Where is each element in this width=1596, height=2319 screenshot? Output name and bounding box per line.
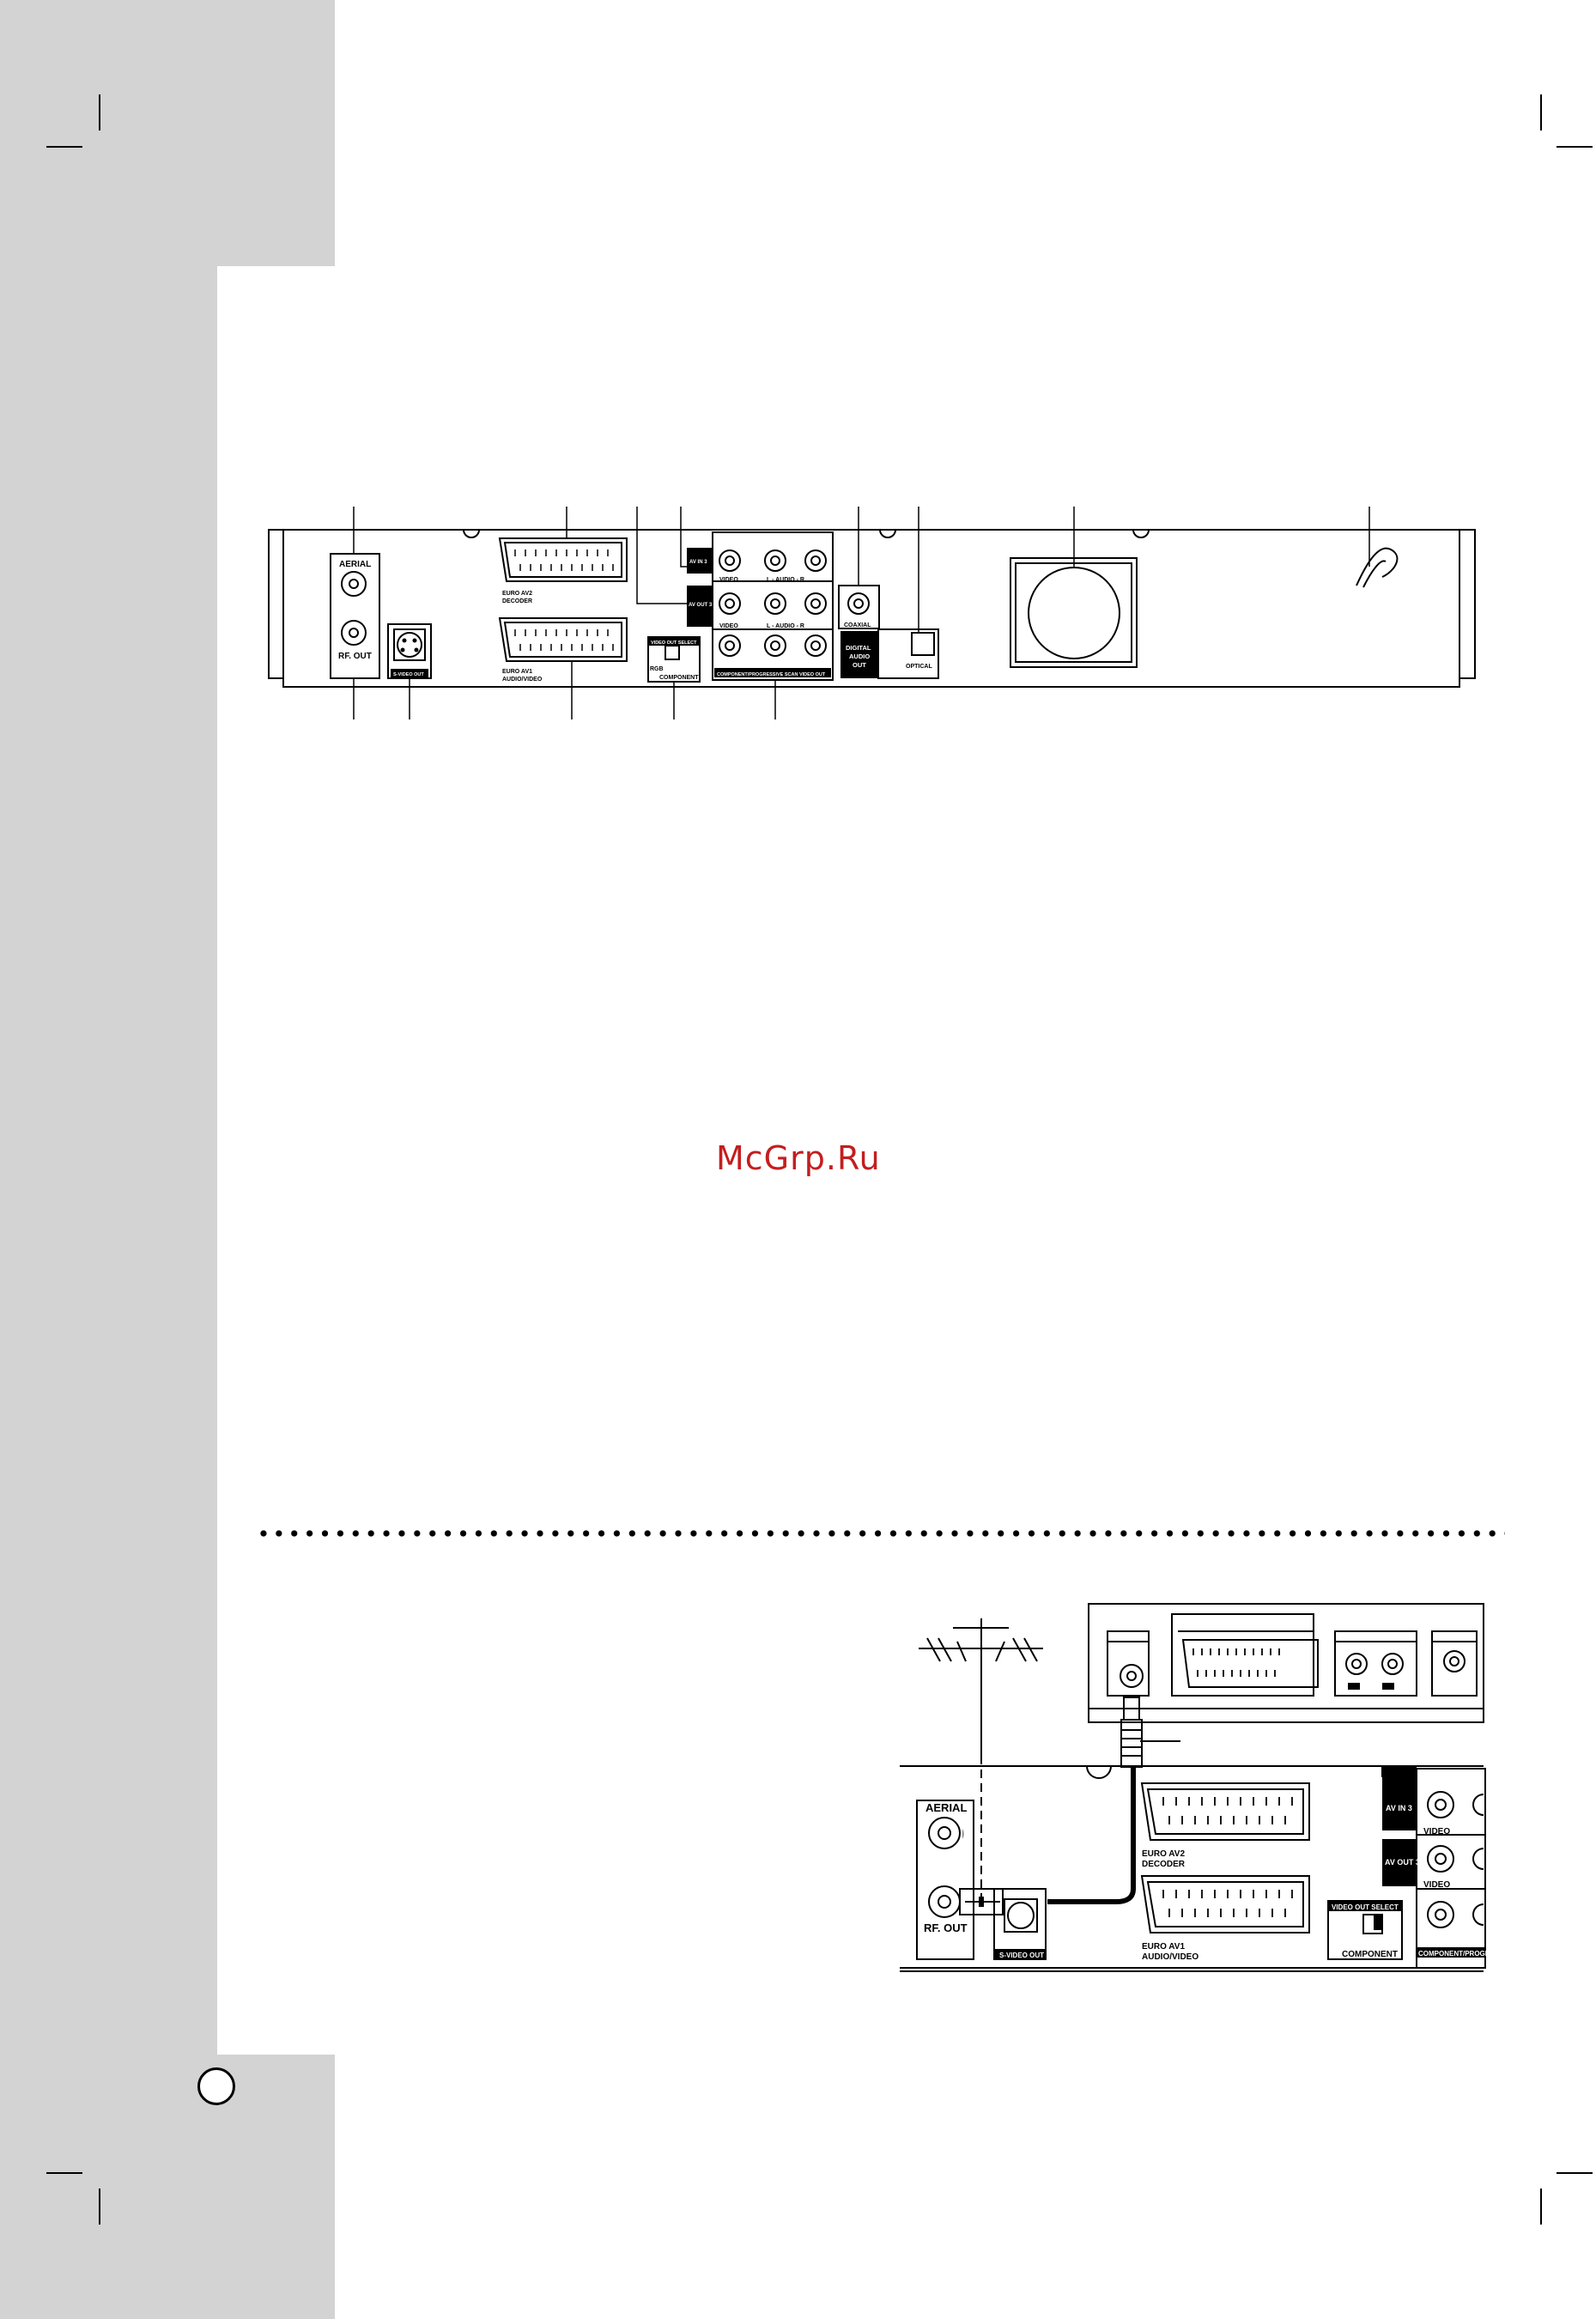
- page-number-marker: [197, 2067, 235, 2105]
- rp-audio-video-label: AUDIO/VIDEO: [502, 677, 543, 683]
- rp-optical-label: OPTICAL: [906, 664, 932, 670]
- rp-euro-av2-label: EURO AV2: [502, 591, 532, 597]
- cd-video-out-select-label: VIDEO OUT SELECT: [1332, 1903, 1399, 1911]
- rp-audio-label: AUDIO: [849, 653, 870, 660]
- rp-av-out-3-label: AV OUT 3: [689, 603, 713, 608]
- rp-coaxial-label: COAXIAL: [844, 622, 871, 628]
- cd-euro-av1-label: EURO AV1: [1142, 1942, 1185, 1952]
- rp-aerial-label: AERIAL: [339, 560, 371, 569]
- rp-video-label-2: VIDEO: [719, 623, 738, 629]
- rp-audio-label-1: L - AUDIO - R: [767, 577, 804, 583]
- cd-rf-out-label: RF. OUT: [924, 1921, 968, 1934]
- rp-decoder-label: DECODER: [502, 598, 532, 604]
- rp-digital-label: DIGITAL: [846, 644, 871, 652]
- rp-component-label: COMPONENT: [659, 675, 699, 681]
- cd-component-progressive-label: COMPONENT/PROGRE: [1418, 1950, 1496, 1958]
- cd-aerial-label: AERIAL: [925, 1801, 967, 1814]
- rp-component-progressive-label: COMPONENT/PROGRESSIVE SCAN VIDEO OUT: [717, 672, 826, 677]
- section-divider: [256, 1530, 1505, 1537]
- page-margin-side: [0, 0, 217, 2319]
- cd-video-label-2: VIDEO: [1423, 1880, 1450, 1890]
- rp-euro-av1-label: EURO AV1: [502, 669, 532, 675]
- rp-out-label: OUT: [853, 661, 866, 669]
- rp-audio-label-2: L - AUDIO - R: [767, 623, 804, 629]
- cd-video-label-1: VIDEO: [1423, 1827, 1450, 1836]
- cd-decoder-label: DECODER: [1142, 1860, 1186, 1869]
- cd-av-out-3-label: AV OUT 3: [1385, 1858, 1420, 1867]
- cd-audio-video-label: AUDIO/VIDEO: [1142, 1952, 1199, 1962]
- rp-video-label-1: VIDEO: [719, 577, 738, 583]
- rp-rf-out-label: RF. OUT: [338, 652, 372, 661]
- rp-video-out-select-label: VIDEO OUT SELECT: [651, 640, 697, 646]
- cd-av-in-3-label: AV IN 3: [1386, 1804, 1412, 1812]
- cd-s-video-label: S-VIDEO OUT: [999, 1952, 1044, 1959]
- cd-component-label: COMPONENT: [1342, 1950, 1398, 1959]
- page-margin-bottom: [0, 2055, 335, 2319]
- watermark-text: McGrp.Ru: [716, 1139, 881, 1177]
- rp-av-in-3-label: AV IN 3: [689, 560, 707, 565]
- rp-rgb-label: RGB: [650, 666, 664, 672]
- rp-s-video-label: S-VIDEO OUT: [393, 672, 424, 677]
- cd-euro-av2-label: EURO AV2: [1142, 1849, 1185, 1859]
